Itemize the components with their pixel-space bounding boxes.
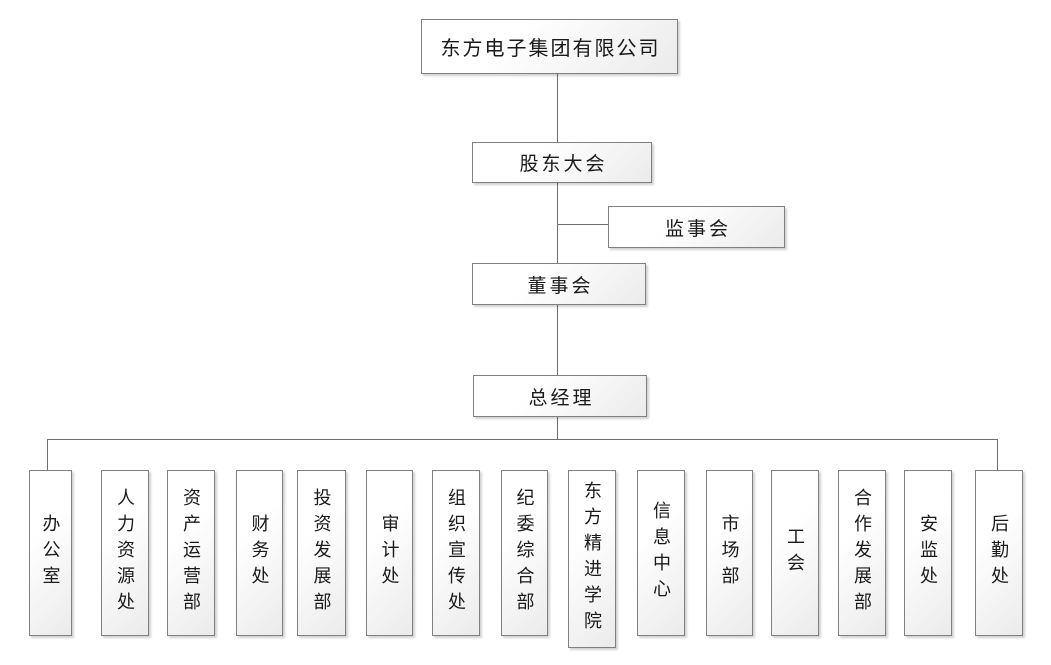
node-board-of-directors: 董事会	[472, 263, 646, 305]
dept-information-center: 信息中心	[637, 470, 685, 636]
dept-human-resources: 人力资源处	[101, 470, 149, 636]
dept-audit: 审计处	[366, 470, 413, 636]
dept-cooperation-development: 合作发展部	[838, 470, 886, 636]
dept-office: 办公室	[29, 470, 72, 636]
dept-investment-development: 投资发展部	[297, 470, 346, 636]
connector-branch-to-supervisors	[557, 224, 608, 225]
dept-jingjin-academy: 东方精进学院	[568, 470, 616, 648]
node-company: 东方电子集团有限公司	[421, 19, 678, 74]
node-general-manager: 总经理	[473, 375, 647, 417]
dept-discipline-committee: 纪委综合部	[501, 470, 548, 636]
dept-safety-supervision: 安监处	[904, 470, 952, 636]
connector-board-to-gm	[557, 305, 558, 375]
dept-finance: 财务处	[236, 470, 283, 636]
dept-asset-operations: 资产运营部	[167, 470, 215, 636]
dept-labor-union: 工会	[771, 470, 819, 636]
connector-rail-right-drop	[997, 439, 998, 471]
connector-rail-left-drop	[47, 439, 48, 470]
connector-company-to-shareholders	[557, 74, 558, 142]
connector-department-rail	[47, 439, 998, 440]
connector-shareholders-to-board	[557, 183, 558, 263]
dept-logistics: 后勤处	[975, 470, 1023, 636]
dept-marketing: 市场部	[706, 470, 753, 636]
dept-organization-publicity: 组织宣传处	[432, 470, 480, 636]
connector-gm-to-rail	[557, 417, 558, 439]
node-shareholders-meeting: 股东大会	[472, 142, 652, 183]
node-supervisory-board: 监事会	[608, 206, 785, 248]
